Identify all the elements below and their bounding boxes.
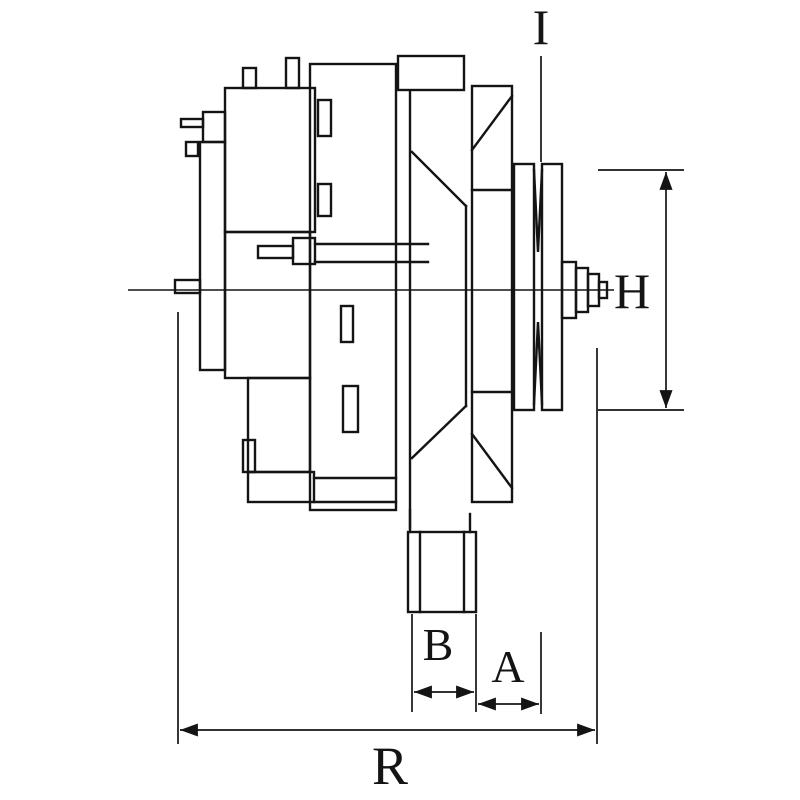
pulley-flange-right [540, 162, 564, 412]
bracket-fin-lower [410, 404, 468, 460]
pulley-flange-left [512, 162, 536, 412]
terminal-pin-small [184, 140, 200, 158]
rear-body-lower [246, 376, 312, 474]
cooling-fan [470, 84, 514, 504]
fan-blade-top [470, 94, 514, 152]
dimension-label-b: B [423, 619, 454, 670]
pulley-groove-top [532, 168, 544, 253]
rear-cover [173, 56, 317, 504]
vent-slot-4 [341, 384, 360, 434]
bracket-top-cap [396, 54, 466, 92]
vent-slot-1 [316, 98, 333, 138]
terminal-pin-mid [173, 278, 202, 295]
through-bolt-tail [256, 244, 295, 260]
bracket-fin-upper [410, 150, 468, 208]
fan-disc [470, 84, 514, 504]
stator-block [308, 62, 398, 512]
dimension-H: H [598, 169, 684, 411]
through-bolt-head [291, 236, 317, 266]
stator-housing [256, 62, 430, 512]
dimension-B: B [411, 614, 477, 712]
lug-body [406, 530, 478, 614]
dimension-label-h: H [614, 263, 650, 319]
fan-blade-bottom [470, 432, 514, 490]
dimension-label-i: I [533, 0, 550, 55]
rear-left-column [198, 140, 227, 372]
alternator-body [173, 54, 609, 614]
rear-foot [246, 470, 316, 504]
rear-stud-2 [284, 56, 301, 90]
drive-end-bracket [396, 54, 468, 530]
dimension-A: A [478, 641, 539, 711]
terminal-pin-top [179, 117, 205, 129]
mounting-lug [406, 508, 478, 614]
vent-slot-2 [316, 182, 333, 218]
rear-stud-1 [241, 66, 258, 90]
pulley [512, 162, 564, 412]
dimension-label-a: A [491, 641, 524, 692]
terminal-housing [201, 110, 227, 144]
rear-body-mid [223, 230, 312, 380]
rear-cover-box [223, 86, 317, 234]
pulley-groove-bottom [532, 321, 544, 406]
vent-slot-3 [339, 304, 355, 344]
dimension-R: R [177, 312, 598, 796]
dimension-label-r: R [372, 736, 408, 796]
dimension-I: I [533, 0, 550, 714]
